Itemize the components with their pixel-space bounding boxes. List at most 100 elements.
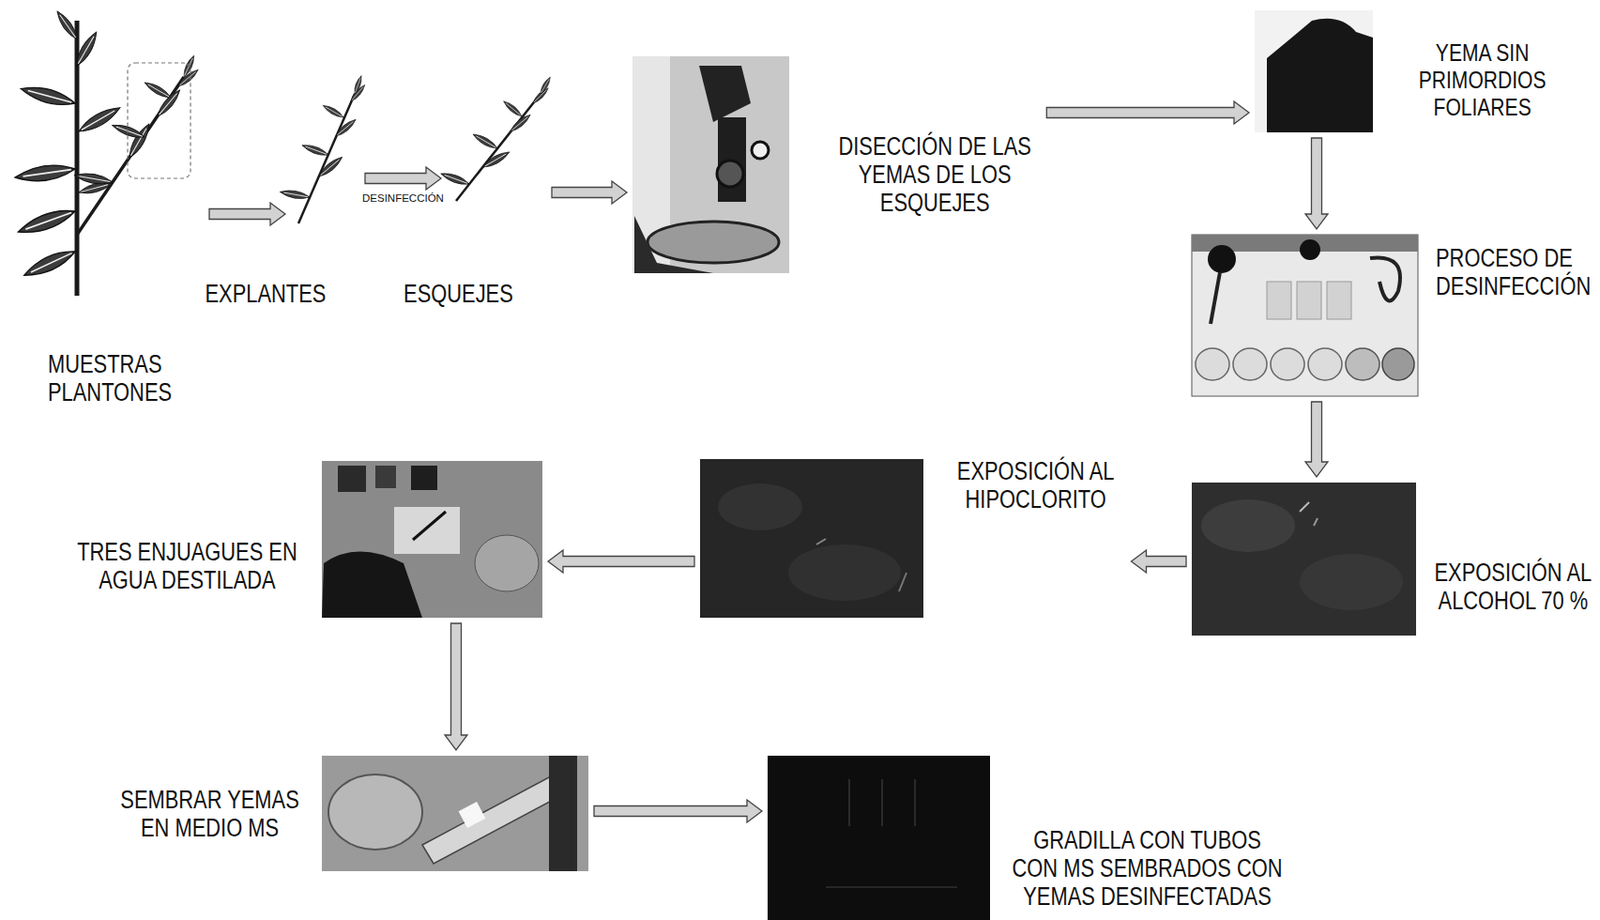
photo-blotch <box>788 544 901 601</box>
photo-ground <box>321 460 543 618</box>
dissection-step: DISECCIÓN DE LAS YEMAS DE LOS ESQUEJES <box>632 56 1041 274</box>
leaf <box>481 149 512 171</box>
bottle <box>411 465 438 490</box>
leaf <box>142 79 173 102</box>
photo-ground <box>1191 482 1417 636</box>
step-label: SEMBRAR YEMAS EN MEDIO MS <box>105 785 315 842</box>
microscope-arm <box>717 117 747 202</box>
photo-blotch <box>717 483 803 531</box>
step-label: ESQUEJES <box>398 279 519 308</box>
leaf <box>15 204 78 239</box>
selection-bracket <box>127 62 191 179</box>
cutting: ESQUEJES <box>446 90 547 204</box>
bottle-cap <box>1299 239 1321 260</box>
leaf <box>301 141 331 158</box>
photo-ground <box>1254 10 1373 133</box>
glass-jar <box>1296 281 1322 320</box>
block-arrow <box>209 202 286 226</box>
plant-sample: MUESTRAS PLANTONES <box>10 15 204 296</box>
bud <box>1266 18 1373 133</box>
leaf <box>439 169 471 187</box>
petri-dish <box>328 774 423 850</box>
photo-ground <box>321 755 589 871</box>
rack-outline <box>825 885 958 888</box>
microscope-head <box>699 65 751 122</box>
photo-ground <box>632 56 790 274</box>
tube-outline <box>849 778 915 826</box>
petri-dish <box>1195 348 1230 381</box>
glass-jar <box>1326 281 1352 320</box>
photo-highlight <box>899 572 907 592</box>
block-arrow <box>1131 549 1188 573</box>
sowing-step: SEMBRAR YEMAS EN MEDIO MS <box>99 755 589 871</box>
step-label: YEMA SIN PRIMORDIOS FOLIARES <box>1415 39 1550 122</box>
branch <box>298 93 355 224</box>
explant-illustration <box>279 75 367 224</box>
photo-ground <box>767 755 991 920</box>
photo-highlight <box>1299 502 1310 512</box>
paper <box>394 506 460 554</box>
petri-dish <box>1345 348 1380 381</box>
alcohol-photo <box>1191 482 1417 636</box>
leaf <box>110 121 147 141</box>
disinfection-photo <box>1191 234 1418 397</box>
leaf <box>471 131 499 152</box>
photo-ground <box>1191 234 1418 397</box>
leaf <box>321 103 346 121</box>
petri-dish <box>1233 348 1267 381</box>
rack-step: GRADILLA CON TUBOS CON MS SEMBRADOS CON … <box>767 755 991 920</box>
focus-knob <box>716 160 744 187</box>
photo-shadow <box>634 215 714 274</box>
block-arrow <box>1305 401 1328 477</box>
block-arrow <box>551 181 627 204</box>
leaf <box>538 76 553 95</box>
photo-blotch <box>1201 499 1296 552</box>
step-label: DISECCIÓN DE LAS YEMAS DE LOS ESQUEJES <box>834 132 1036 218</box>
rack-photo <box>767 755 991 920</box>
leaf <box>73 30 101 69</box>
step-label: EXPOSICIÓN AL HIPOCLORITO <box>951 457 1120 514</box>
forceps <box>1210 272 1220 324</box>
block-arrow <box>594 799 762 823</box>
glass-jar <box>1266 281 1292 320</box>
block-arrow <box>365 167 442 190</box>
petri-dish <box>647 221 779 263</box>
leaf <box>531 86 550 106</box>
leaf <box>502 98 524 119</box>
tube-tag <box>458 801 487 828</box>
branch <box>76 76 184 235</box>
block-arrow <box>1046 101 1250 124</box>
hypochlorite-step: EXPOSICIÓN AL HIPOCLORITO <box>700 451 1127 618</box>
photo-highlight <box>816 538 826 545</box>
block-arrow <box>1305 137 1328 229</box>
photo-ground <box>700 458 924 618</box>
glove <box>321 551 423 619</box>
leaf <box>73 170 113 187</box>
petri-dish <box>1382 348 1415 381</box>
step-label: TRES ENJUAGUES EN AGUA DESTILADA <box>72 537 303 595</box>
microscope-photo <box>632 56 790 274</box>
step-label: EXPLANTES <box>200 279 331 308</box>
photo-shadow <box>548 755 578 871</box>
step-label: MUESTRAS PLANTONES <box>47 350 202 407</box>
leaf <box>352 75 365 95</box>
forceps <box>412 511 446 540</box>
bud-photo <box>1254 10 1373 133</box>
disinfection-step: PROCESO DE DESINFECCIÓN <box>1191 234 1418 397</box>
leaf <box>317 153 346 180</box>
petri-dish <box>474 534 539 592</box>
sowing-photo <box>321 755 589 871</box>
edge-label: DESINFECCIÓN <box>360 192 446 205</box>
leaf <box>76 102 123 137</box>
photo-highlight <box>1313 518 1318 526</box>
alcohol-step: EXPOSICIÓN AL ALCOHOL 70 % <box>1191 482 1417 636</box>
leaf <box>334 117 358 139</box>
step-label: EXPOSICIÓN AL ALCOHOL 70 % <box>1432 558 1595 615</box>
block-arrow <box>548 549 695 573</box>
petri-dish <box>1270 348 1305 381</box>
leaf <box>279 188 311 201</box>
step-label: GRADILLA CON TUBOS CON MS SEMBRADOS CON … <box>1009 825 1285 912</box>
bottle <box>337 465 366 492</box>
leaf <box>18 82 77 110</box>
